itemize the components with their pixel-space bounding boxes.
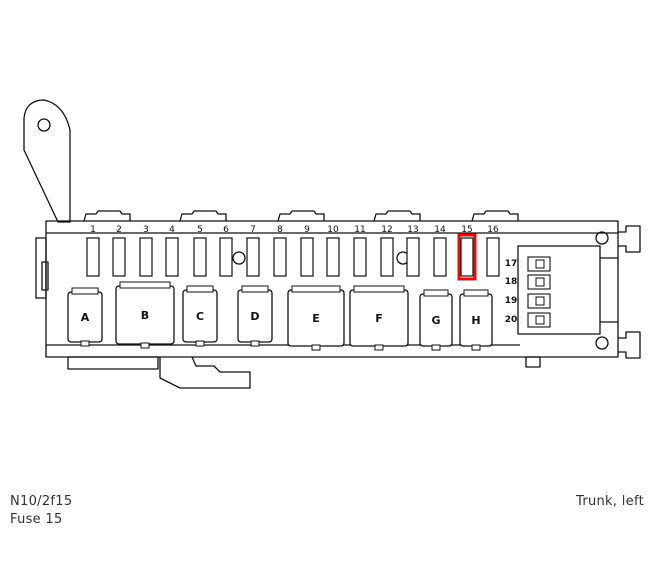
bottom-foot (67, 356, 159, 370)
mounting-bracket (23, 99, 71, 223)
relay-letter-label: C (196, 310, 204, 323)
fuse-name-label: Fuse 15 (10, 512, 63, 527)
top-clip-2 (179, 210, 227, 222)
relay-letter-label: G (431, 314, 440, 327)
relay-letter-label: A (81, 311, 90, 324)
fuse-number-label: 9 (304, 225, 310, 235)
fuse-number-label: 2 (116, 225, 122, 235)
left-side-latch (41, 261, 49, 291)
fuse-number-label: 11 (354, 225, 365, 235)
fuse-number-label: 12 (381, 225, 392, 235)
relay-pin (80, 340, 90, 347)
fuse-number-label: 7 (250, 225, 256, 235)
fuse-number-label: 8 (277, 225, 283, 235)
relay-pin (250, 340, 260, 347)
relay-pin (431, 344, 441, 351)
right-foot (525, 356, 541, 368)
relay-letter-label: F (375, 312, 383, 325)
fuse-number-label: 16 (487, 225, 499, 235)
top-clip-3 (277, 210, 325, 222)
relay-terminal (353, 285, 405, 293)
connector-pin-contact (535, 296, 545, 306)
connector-pin-label: 20 (505, 315, 518, 325)
fuse-slot (433, 237, 447, 277)
relay-terminal (119, 281, 171, 289)
highlighted-fuse-marker (457, 233, 477, 281)
fuse-number-label: 15 (461, 225, 472, 235)
relay-pin (311, 344, 321, 351)
fuse-slot (406, 237, 420, 277)
fuse-slot (112, 237, 126, 277)
fuse-slot (246, 237, 260, 277)
left-side-clip (35, 237, 47, 299)
relay-letter-label: E (312, 312, 320, 325)
fuse-slot (273, 237, 287, 277)
fuse-number-label: 14 (434, 225, 446, 235)
relay-letter-label: H (471, 314, 480, 327)
bracket-hole (37, 118, 51, 132)
screw-3 (595, 231, 609, 245)
fuse-number-label: 4 (169, 225, 175, 235)
fuse-slot (165, 237, 179, 277)
relay-letter-label: D (250, 310, 259, 323)
bottom-tab (159, 356, 251, 389)
fuse-slot (460, 237, 474, 277)
right-clip-bottom (618, 331, 641, 359)
fuse-slot (353, 237, 367, 277)
connector-pin-contact (535, 259, 545, 269)
relay-pin (471, 344, 481, 351)
top-clip-5 (471, 210, 519, 222)
top-clip-1 (83, 210, 131, 222)
relay-terminal (291, 285, 341, 293)
location-label: Trunk, left (575, 494, 644, 509)
relay-pin (374, 344, 384, 351)
fuse-number-label: 6 (223, 225, 229, 235)
fuse-slot (326, 237, 340, 277)
relay-letter-label: B (141, 309, 149, 322)
screw-4 (595, 336, 609, 350)
fuse-slot (300, 237, 314, 277)
connector-pin-label: 19 (505, 296, 518, 306)
connector-pin-contact (535, 315, 545, 325)
fuse-slot (380, 237, 394, 277)
relay-pin (140, 342, 150, 349)
fuse-slot (139, 237, 153, 277)
component-code-label: N10/2f15 (10, 494, 73, 509)
relay-pin (195, 340, 205, 347)
fuse-slot (193, 237, 207, 277)
relay-terminal (463, 289, 489, 297)
fuse-number-label: 5 (197, 225, 203, 235)
fuse-number-label: 10 (327, 225, 339, 235)
screw-1 (232, 251, 246, 265)
fuse-number-label: 3 (143, 225, 149, 235)
fuse-number-label: 1 (90, 225, 96, 235)
fuse-slot (219, 237, 233, 277)
fuse-slot (86, 237, 100, 277)
right-clip-top (618, 225, 641, 253)
relay-terminal (241, 285, 269, 293)
relay-terminal (186, 285, 214, 293)
fuse-number-label: 13 (407, 225, 418, 235)
connector-pin-label: 18 (505, 277, 518, 287)
relay-terminal (71, 287, 99, 295)
connector-housing (517, 245, 601, 335)
top-clip-4 (373, 210, 421, 222)
fuse-slot (486, 237, 500, 277)
connector-pin-contact (535, 277, 545, 287)
connector-pin-label: 17 (505, 259, 518, 269)
relay-terminal (423, 289, 449, 297)
